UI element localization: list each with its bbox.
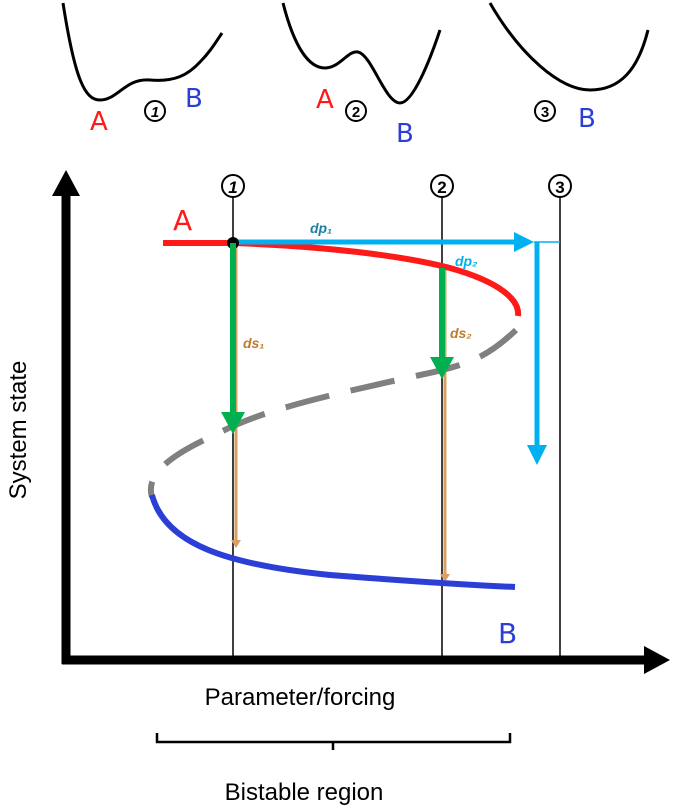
branch-label-a: A [173,204,192,237]
ds-green-arrows [221,243,454,434]
marker-3: 3 [555,178,564,197]
marker-2: 2 [437,178,446,197]
circle-marker-icon [534,100,556,122]
potential-2: A 2 B [281,2,442,149]
dp2-label: dp₂ [455,253,477,269]
dp-arrows [233,232,560,465]
x-axis-arrow-icon [644,646,670,674]
potential-label-a: A [90,107,108,137]
bracket-label: Bistable region [225,779,384,806]
stable-branch-b [149,494,516,590]
ds1-label: ds₁ [243,335,264,351]
potential-3: 3 B [488,2,650,134]
branch-label-b: B [498,617,517,650]
bistable-bracket [155,733,512,750]
unstable-branch [147,327,519,498]
potential-number: 1 [151,104,159,121]
ds2-label: ds₂ [450,325,472,341]
dp1-label: dp₁ [310,220,332,236]
potential-label-b: B [578,104,596,134]
potential-1: A 1 B [61,2,224,137]
circle-marker-icon [144,100,166,122]
potential-label-b: B [396,119,414,149]
potential-label-b: B [185,84,203,114]
x-axis-label: Parameter/forcing [205,684,396,711]
axes [52,170,670,674]
marker-1: 1 [228,178,237,197]
potential-number: 2 [352,104,360,121]
stable-branch-a [163,240,522,317]
circle-marker-icon [345,100,367,122]
potential-number: 3 [541,104,549,121]
potential-label-a: A [316,85,334,115]
y-axis-arrow-icon [52,170,80,196]
y-axis-label: System state [5,361,32,500]
